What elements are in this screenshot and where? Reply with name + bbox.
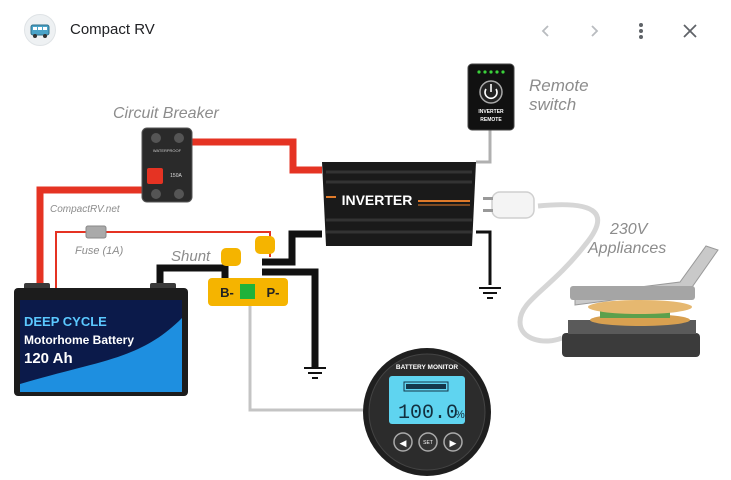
circuit-breaker: WATERPROOF 150A [141, 127, 193, 203]
shunt-label: Shunt [171, 248, 211, 265]
battery-line3: 120 Ah [24, 350, 73, 367]
breaker-rating: 150A [170, 173, 182, 179]
battery-monitor: BATTERY MONITOR 100.0 % ◀ SET ▶ [363, 348, 491, 476]
close-icon [683, 24, 697, 38]
left-arrow-icon: ◀ [400, 439, 407, 449]
battery: DEEP CYCLE Motorhome Battery 120 Ah [14, 283, 188, 396]
shunt-terminal [221, 248, 241, 266]
more-vert-icon [639, 23, 643, 39]
appliances-label-line2: Appliances [587, 240, 666, 257]
remote-signal-wire [476, 130, 492, 164]
negative-wire-shunt-inverter [262, 230, 322, 266]
watermark: CompactRV.net [50, 204, 121, 215]
close-button[interactable] [675, 16, 705, 46]
positive-wire-battery-breaker [36, 186, 148, 290]
remote-switch: INVERTER REMOTE [467, 63, 515, 131]
chevron-left-icon [541, 25, 549, 37]
more-menu-button[interactable] [626, 16, 656, 46]
app-title: Compact RV [70, 21, 155, 38]
appliance-power-cord [517, 202, 601, 344]
shunt-b-label: B- [220, 285, 234, 300]
remote-switch-label-line1: Remote [529, 76, 589, 95]
chevron-right-icon [591, 25, 599, 37]
battery-line1: DEEP CYCLE [24, 314, 107, 329]
fuse [85, 225, 107, 239]
forward-button[interactable] [579, 16, 609, 46]
back-button[interactable] [531, 16, 561, 46]
inverter: INVERTER [322, 162, 476, 246]
inverter-label: INVERTER [342, 192, 413, 208]
remote-label-line2: REMOTE [480, 117, 502, 123]
monitor-reading: 100.0 [398, 402, 458, 425]
fuse-label: Fuse (1A) [75, 245, 124, 257]
power-plug [483, 191, 535, 219]
inverter-ground-wire [476, 230, 492, 285]
monitor-set-button[interactable]: SET [418, 432, 438, 452]
sandwich-press [562, 245, 719, 357]
ground-symbol [479, 287, 501, 299]
shunt: B- P- [208, 278, 288, 306]
rv-van-icon [24, 14, 56, 46]
positive-wire-breaker-inverter [190, 138, 322, 174]
monitor-right-button[interactable]: ▶ [443, 432, 463, 452]
remote-switch-label-line2: switch [529, 95, 576, 114]
top-bar: Compact RV [0, 0, 731, 62]
monitor-title: BATTERY MONITOR [396, 364, 459, 371]
remote-label-line1: INVERTER [478, 109, 504, 115]
battery-line2: Motorhome Battery [24, 333, 134, 347]
ground-symbol [304, 367, 326, 379]
shunt-p-label: P- [267, 285, 280, 300]
svg-text:SET: SET [423, 440, 433, 446]
monitor-signal-wire [248, 300, 365, 412]
right-arrow-icon: ▶ [450, 439, 457, 449]
negative-wire-battery-shunt [156, 264, 229, 290]
negative-wire-shunt-ground [262, 268, 319, 368]
shunt-indicator [240, 284, 255, 299]
appliances-label-line1: 230V [609, 221, 649, 238]
monitor-left-button[interactable]: ◀ [393, 432, 413, 452]
wiring-diagram: INVERTER REMOTE Remote switch Circuit Br… [14, 63, 719, 476]
circuit-breaker-label: Circuit Breaker [113, 105, 219, 122]
shunt-terminal [255, 236, 275, 254]
monitor-unit: % [455, 409, 465, 421]
breaker-top-text: WATERPROOF [153, 148, 182, 153]
